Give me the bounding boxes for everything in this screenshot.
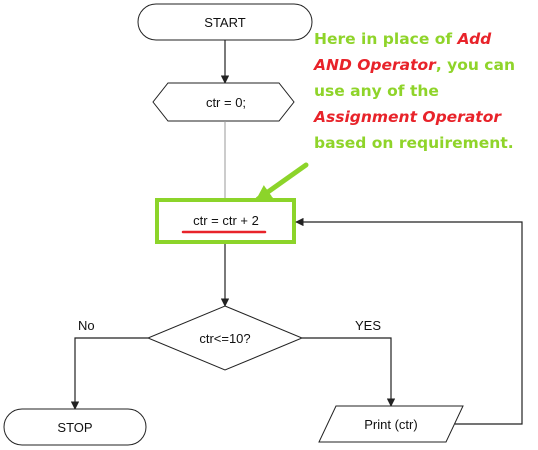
init-step: ctr = 0; bbox=[152, 82, 295, 122]
annotation-note: Here in place of Add AND Operator, you c… bbox=[314, 26, 534, 156]
stop-terminator: STOP bbox=[3, 408, 147, 446]
start-label: START bbox=[204, 15, 245, 30]
arrow-yes-branch bbox=[302, 337, 396, 407]
note-highlight-operator: Add AND Operator bbox=[314, 30, 492, 74]
yes-label: YES bbox=[355, 318, 381, 333]
no-label: No bbox=[78, 318, 95, 333]
start-terminator: START bbox=[137, 3, 313, 41]
arrow-no-branch bbox=[70, 337, 148, 410]
arrow-loop-back bbox=[295, 217, 523, 425]
note-text-3: based on requirement. bbox=[314, 134, 514, 152]
condition-label: ctr<=10? bbox=[199, 331, 250, 346]
note-text-2: , you can use any of the bbox=[314, 56, 515, 100]
note-pointer-arrow bbox=[255, 162, 309, 202]
condition-decision: ctr<=10? bbox=[146, 305, 304, 371]
note-highlight-assignment: Assignment Operator bbox=[314, 108, 501, 126]
assign-step: ctr = ctr + 2 bbox=[155, 198, 296, 244]
print-label: Print (ctr) bbox=[364, 417, 417, 432]
stop-label: STOP bbox=[57, 420, 92, 435]
init-label: ctr = 0; bbox=[206, 95, 246, 110]
note-text-1: Here in place of bbox=[314, 30, 458, 48]
assign-label: ctr = ctr + 2 bbox=[193, 213, 259, 228]
print-output: Print (ctr) bbox=[318, 405, 464, 443]
